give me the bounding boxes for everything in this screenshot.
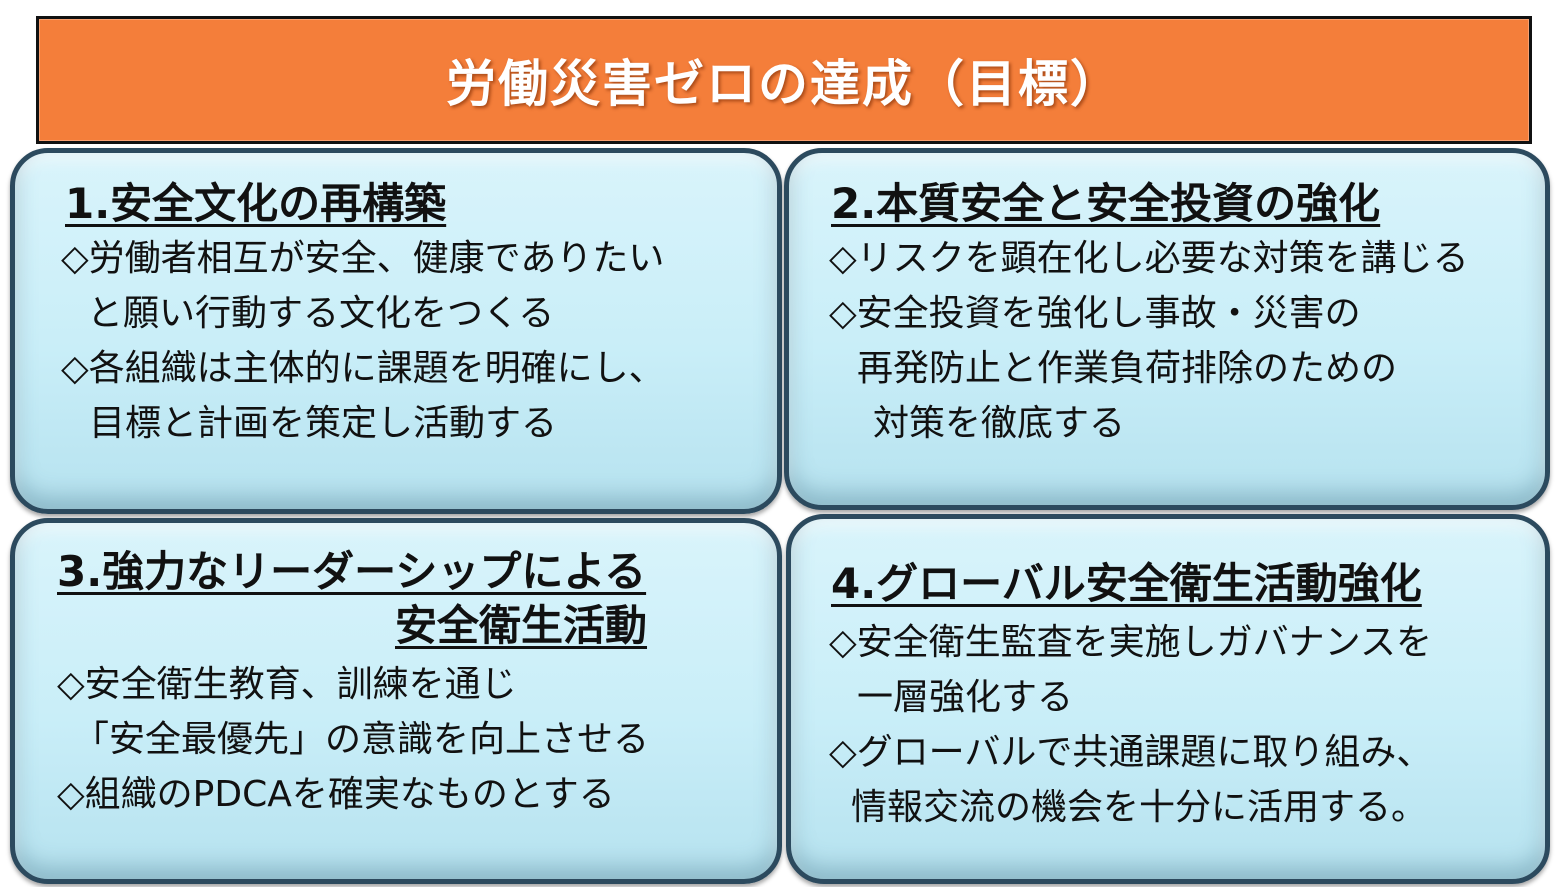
card-title-continued: 安全衛生活動	[395, 601, 648, 650]
card-line: ◇安全衛生教育、訓練を通じ	[57, 664, 517, 705]
card-line: ◇グローバルで共通課題に取り組み、	[829, 732, 1433, 773]
card-title: 4.グローバル安全衛生活動強化	[831, 559, 1422, 608]
card-line: ◇組織のPDCAを確実なものとする	[57, 774, 615, 815]
card-leadership: 3.強力なリーダーシップによる 安全衛生活動 ◇安全衛生教育、訓練を通じ 「安全…	[10, 518, 782, 884]
card-line: と願い行動する文化をつくる	[87, 293, 555, 334]
card-line: ◇安全投資を強化し事故・災害の	[829, 293, 1361, 334]
card-line: 一層強化する	[857, 677, 1074, 718]
card-intrinsic-safety: 2.本質安全と安全投資の強化 ◇リスクを顕在化し必要な対策を講じる ◇安全投資を…	[784, 148, 1550, 510]
card-line: ◇リスクを顕在化し必要な対策を講じる	[829, 238, 1469, 279]
card-line: 情報交流の機会を十分に活用する。	[851, 787, 1428, 828]
card-global-activity: 4.グローバル安全衛生活動強化 ◇安全衛生監査を実施しガバナンスを 一層強化する…	[786, 514, 1550, 884]
card-line: 再発防止と作業負荷排除のための	[857, 348, 1398, 389]
card-safety-culture: 1.安全文化の再構築 ◇労働者相互が安全、健康でありたい と願い行動する文化をつ…	[10, 148, 782, 514]
page-title: 労働災害ゼロの達成（目標）	[446, 55, 1122, 113]
header-banner: 労働災害ゼロの達成（目標）	[36, 16, 1532, 144]
card-line: ◇労働者相互が安全、健康でありたい	[61, 238, 665, 279]
card-title: 3.強力なリーダーシップによる	[57, 547, 647, 596]
card-line: 目標と計画を策定し活動する	[89, 403, 558, 444]
card-title: 1.安全文化の再構築	[65, 179, 447, 228]
card-line: ◇各組織は主体的に課題を明確にし、	[61, 348, 665, 389]
card-line: 「安全最優先」の意識を向上させる	[73, 719, 650, 760]
card-line: 対策を徹底する	[873, 403, 1126, 444]
card-line: ◇安全衛生監査を実施しガバナンスを	[829, 622, 1432, 663]
card-title: 2.本質安全と安全投資の強化	[831, 179, 1381, 228]
